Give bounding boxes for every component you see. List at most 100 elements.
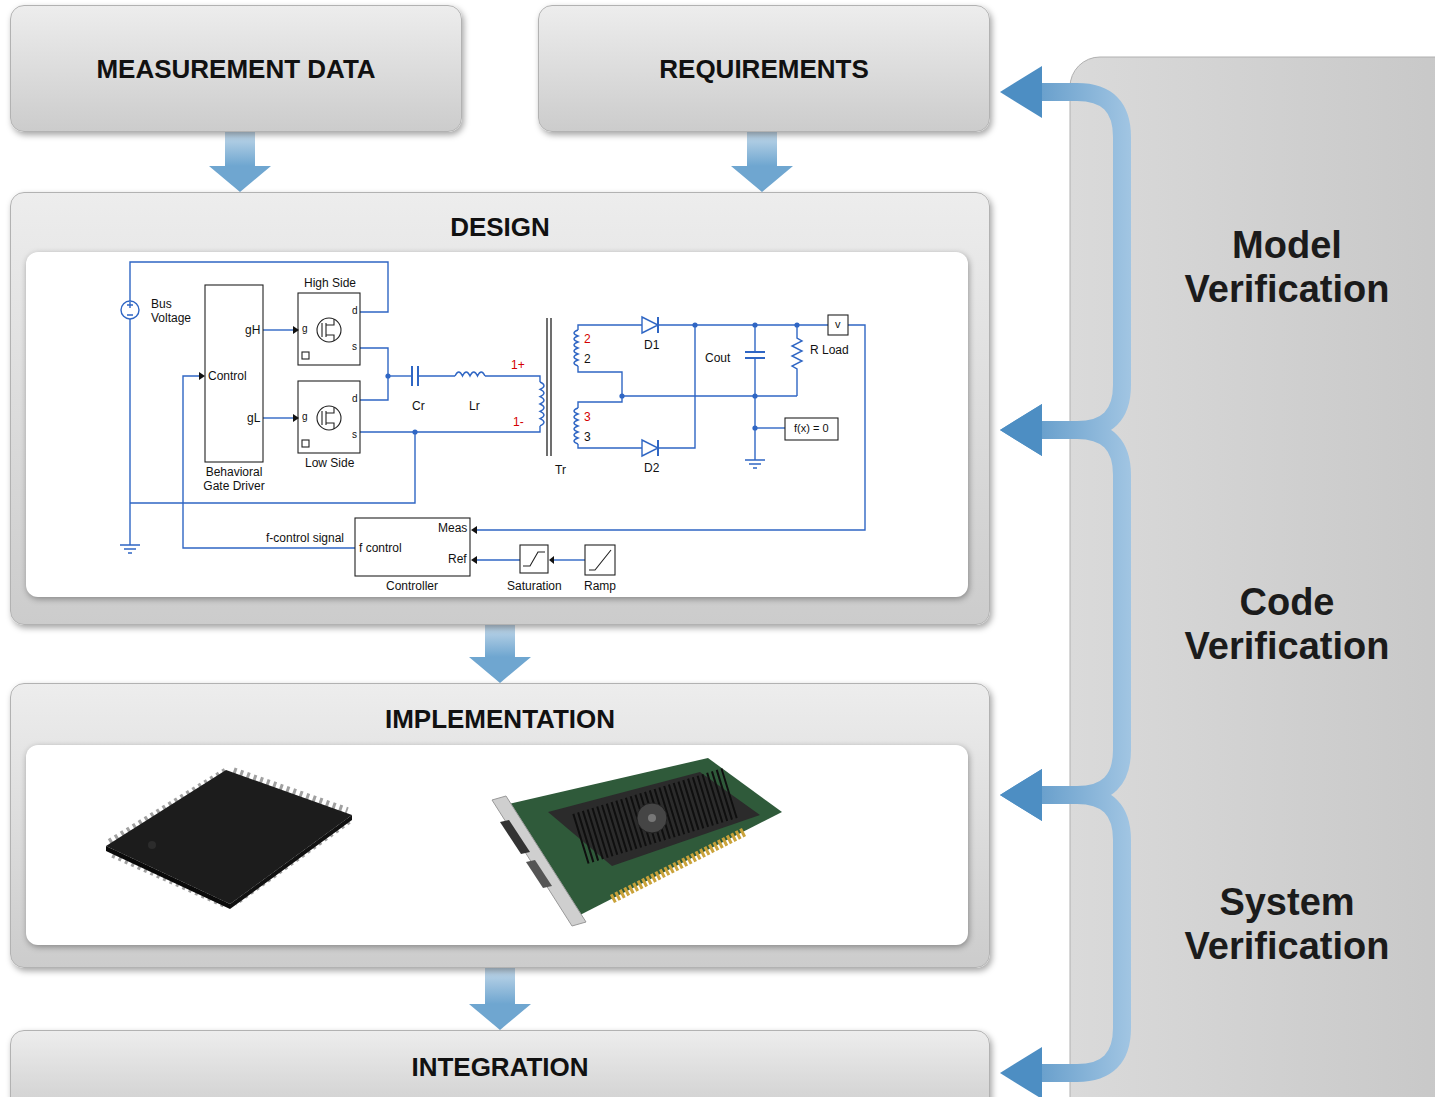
flow-arrow — [469, 625, 531, 683]
ramp-icon — [589, 550, 611, 570]
stage-title: IMPLEMENTATION — [385, 704, 615, 734]
verification-label: Code Verification — [1162, 581, 1412, 668]
arrowhead — [199, 372, 205, 380]
stage-box: MEASUREMENT DATA — [10, 5, 462, 132]
schematic-label: v — [835, 318, 841, 331]
verification-label: Model Verification — [1162, 224, 1412, 311]
stage-box: IMPLEMENTATION — [10, 683, 990, 968]
stage-title: INTEGRATION — [411, 1052, 588, 1082]
wire — [476, 325, 865, 530]
wire — [622, 395, 797, 396]
schematic-label: f-control signal — [266, 531, 344, 545]
wire — [578, 366, 622, 408]
core-line — [547, 318, 551, 456]
wire — [263, 329, 295, 330]
junction-dot — [794, 322, 799, 327]
schematic-label: d — [352, 305, 358, 317]
junction-dot — [692, 322, 697, 327]
ground-symbol — [745, 460, 765, 468]
pin1-mark — [148, 841, 156, 849]
schematic-label: f(x) = 0 — [794, 422, 829, 435]
junction-dot — [752, 425, 757, 430]
schematic-label: Control — [208, 369, 247, 383]
schematic-label: f control — [359, 541, 402, 555]
arrow-head — [469, 657, 531, 683]
inductor-symbol — [455, 372, 485, 376]
subsystem-icon — [302, 352, 309, 359]
arrow-head — [1000, 404, 1042, 456]
schematic-label: 3 — [584, 410, 591, 424]
mosfet-symbol — [317, 406, 341, 430]
saturation-icon — [523, 552, 545, 566]
wire — [553, 559, 585, 560]
schematic-label: Low Side — [305, 456, 354, 470]
voltage-source — [121, 301, 139, 319]
chip-edge — [230, 815, 352, 909]
stage-title: DESIGN — [450, 212, 550, 242]
fan-hub — [648, 814, 656, 822]
wire — [754, 325, 755, 352]
schematic-label: Tr — [555, 463, 566, 477]
schematic-label: Meas — [438, 521, 467, 535]
junction-dot — [412, 429, 417, 434]
primary-coil — [540, 382, 544, 426]
schematic-label: 3 — [584, 430, 591, 444]
wire — [578, 444, 642, 448]
schematic-label: D1 — [644, 338, 659, 352]
junction-dot — [752, 393, 757, 398]
arrow-head — [1000, 66, 1042, 118]
schematic-label: Saturation — [507, 579, 562, 593]
arrow-head — [1000, 769, 1042, 821]
stage-box: REQUIREMENTS — [538, 5, 990, 132]
diode-bar — [657, 440, 659, 456]
stage-box: INTEGRATION — [10, 1030, 990, 1097]
subsystem-icon — [302, 440, 309, 447]
wire — [263, 417, 295, 418]
arrow-head — [209, 166, 271, 192]
arrow-shaft — [225, 132, 255, 166]
wire — [476, 559, 520, 560]
schematic-label: s — [352, 341, 357, 353]
bracket-port — [500, 820, 530, 854]
schematic-label: Lr — [469, 399, 480, 413]
wire — [388, 375, 412, 376]
ramp-block — [585, 545, 615, 575]
mosfet-block — [298, 381, 360, 453]
voltage-sensor-block — [828, 315, 848, 335]
arrow-head — [1000, 769, 1042, 821]
arrow-shaft — [747, 132, 777, 166]
stage-box: DESIGN — [10, 192, 990, 625]
wire — [658, 325, 695, 448]
schematic-label: d — [352, 393, 358, 405]
arrowhead — [471, 556, 477, 564]
arrow-head — [469, 1004, 531, 1030]
chip-edge — [106, 846, 230, 909]
capacitor-symbol — [745, 352, 765, 358]
arrowhead — [293, 414, 299, 422]
arrow-shaft — [485, 968, 515, 1004]
controller-block — [355, 518, 470, 576]
flow-arrow — [469, 968, 531, 1030]
schematic-label: gH — [245, 323, 260, 337]
schematic-label: gL — [247, 411, 260, 425]
diode-bar — [657, 317, 659, 333]
secondary-coil — [574, 408, 578, 444]
wire — [658, 324, 828, 325]
schematic-label: 2 — [584, 332, 591, 346]
schematic-label: g — [302, 323, 308, 335]
diode-symbol — [642, 440, 658, 456]
cooling-fan — [637, 803, 667, 833]
arrow-head — [731, 166, 793, 192]
schematic-label: s — [352, 429, 357, 441]
wire — [418, 375, 455, 376]
bracket-line — [1040, 795, 1122, 1073]
schematic-label: Behavioral Gate Driver — [193, 465, 275, 493]
qfp-chip — [106, 770, 352, 909]
resistor-symbol — [792, 325, 802, 396]
arrow-head — [1000, 1047, 1042, 1097]
verification-bracket — [1000, 66, 1122, 456]
fpga-card — [492, 758, 782, 926]
solver-block — [785, 418, 838, 440]
wire — [485, 376, 540, 382]
flow-arrow — [209, 132, 271, 192]
